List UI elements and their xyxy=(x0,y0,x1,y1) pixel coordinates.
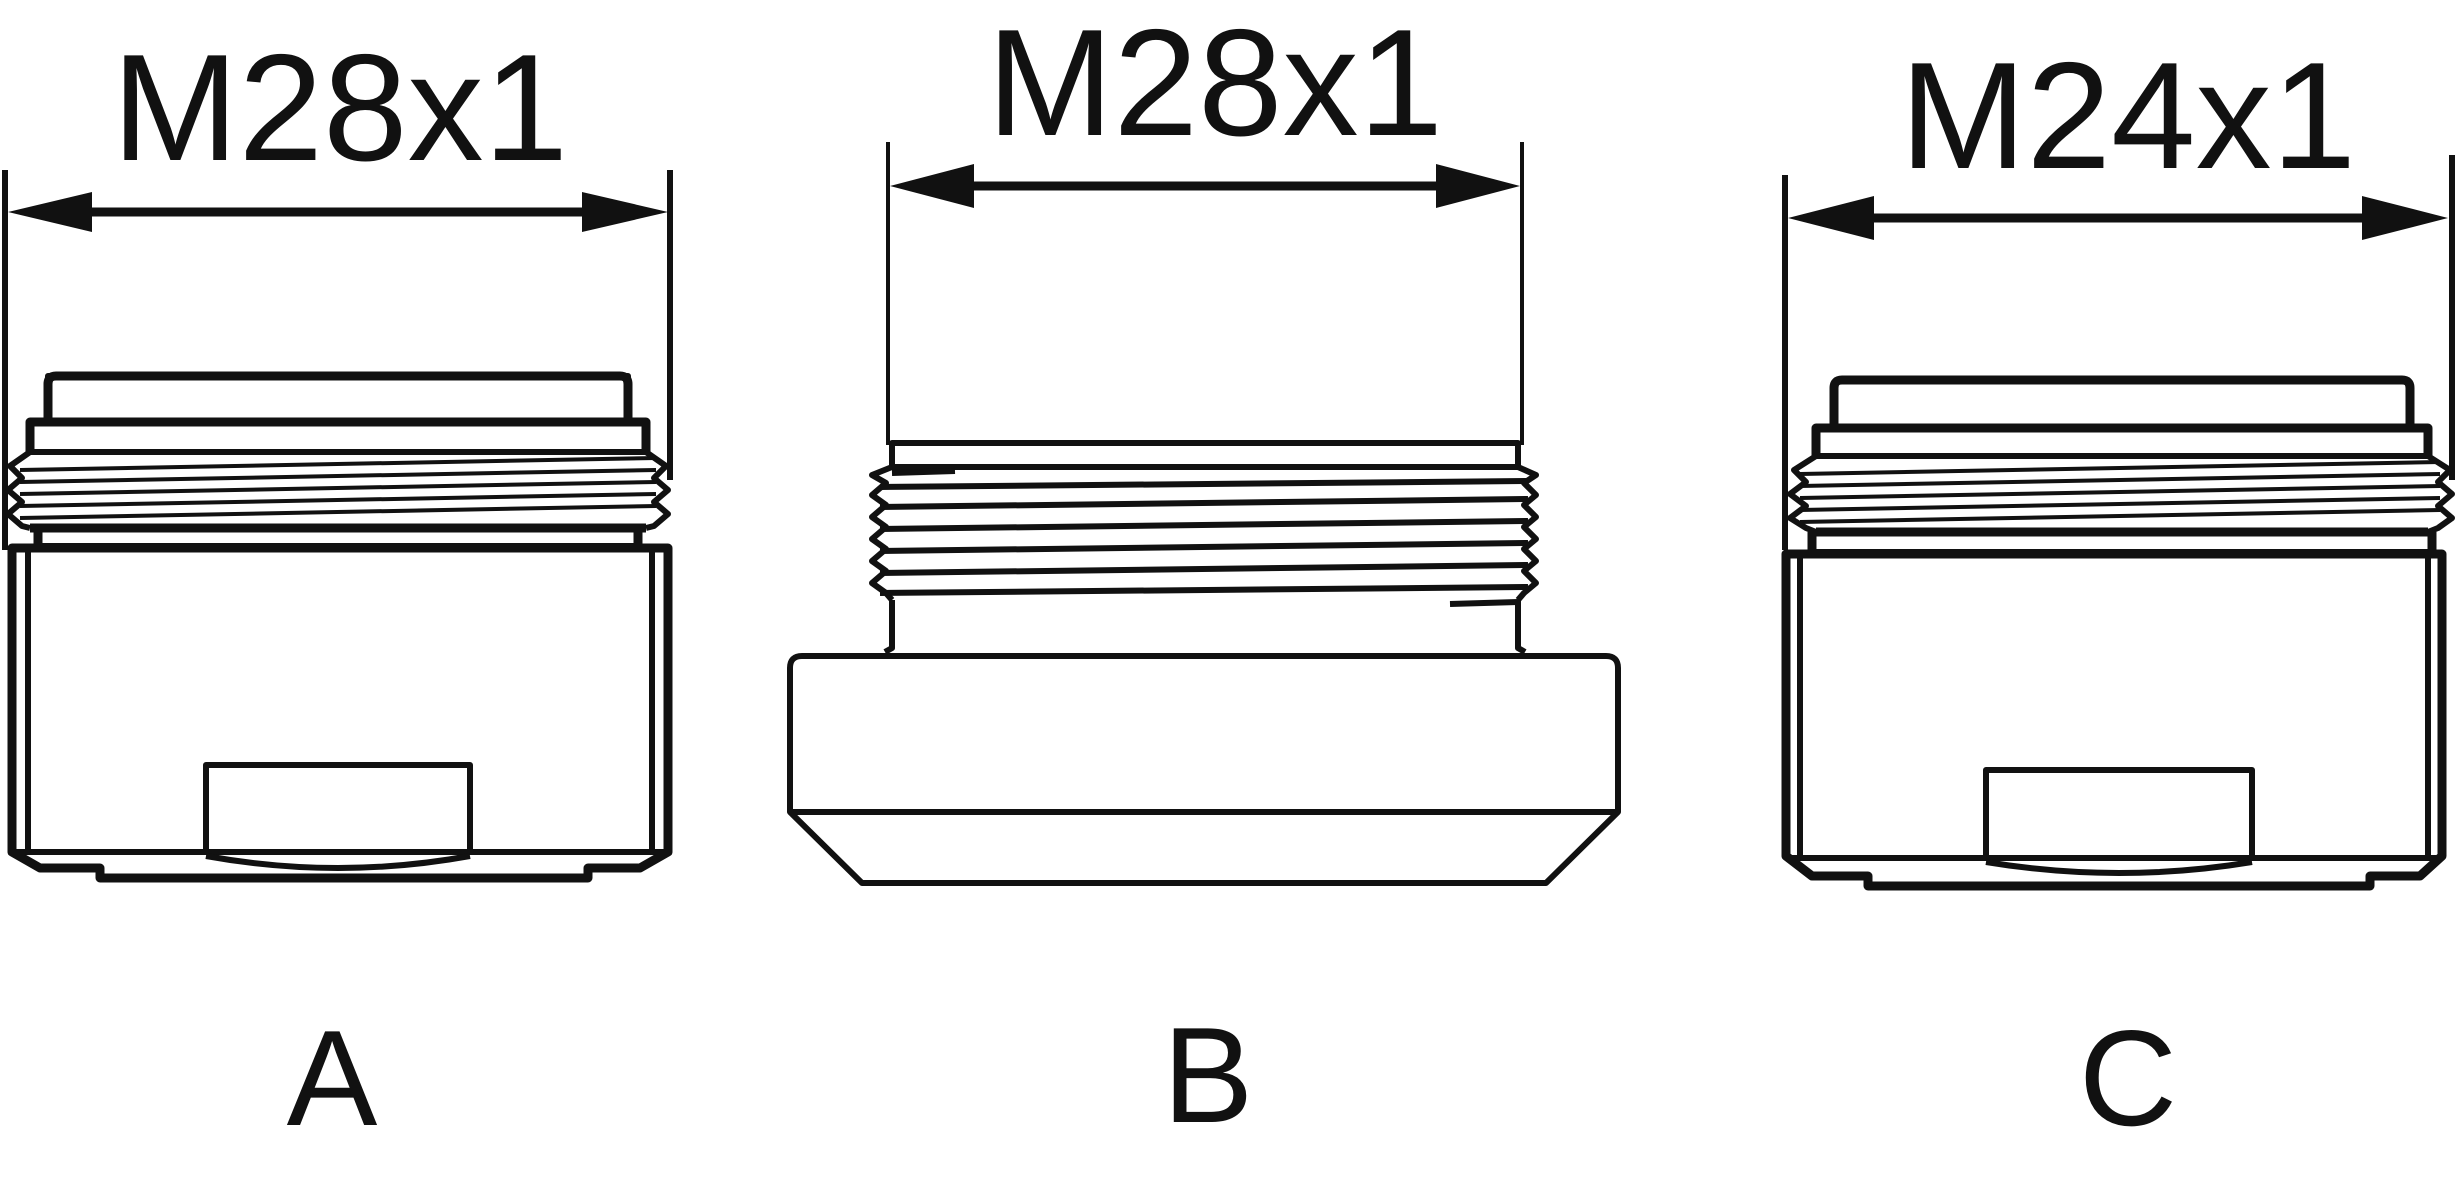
part-b: M28x1 xyxy=(787,0,1621,1151)
part-b-body xyxy=(787,440,1621,886)
part-c-arrow-left xyxy=(1788,196,1874,240)
part-b-arrow-left xyxy=(890,164,974,208)
part-a-thread-label: M28x1 xyxy=(112,23,568,193)
part-a-body xyxy=(5,371,673,883)
part-a-thread xyxy=(5,449,671,533)
part-a-dimension-line xyxy=(2,170,673,550)
part-b-arrow-right xyxy=(1436,164,1520,208)
part-c-thread xyxy=(1787,453,2455,537)
part-b-letter: B xyxy=(1163,999,1254,1151)
part-a-arrow-right xyxy=(582,192,668,232)
part-a: M28x1 xyxy=(2,23,673,1154)
part-b-thread-label: M28x1 xyxy=(987,0,1443,168)
part-b-thread xyxy=(869,464,1539,607)
part-c-body xyxy=(1781,375,2455,891)
part-c: M24x1 xyxy=(1781,31,2455,1154)
part-c-letter: C xyxy=(2079,1002,2177,1154)
part-a-letter: A xyxy=(287,1002,378,1154)
part-c-arrow-right xyxy=(2362,196,2448,240)
part-c-thread-label: M24x1 xyxy=(1900,31,2356,201)
part-a-arrow-left xyxy=(8,192,92,232)
part-b-dimension-line xyxy=(886,142,1524,445)
part-c-dimension-line xyxy=(1782,155,2455,550)
